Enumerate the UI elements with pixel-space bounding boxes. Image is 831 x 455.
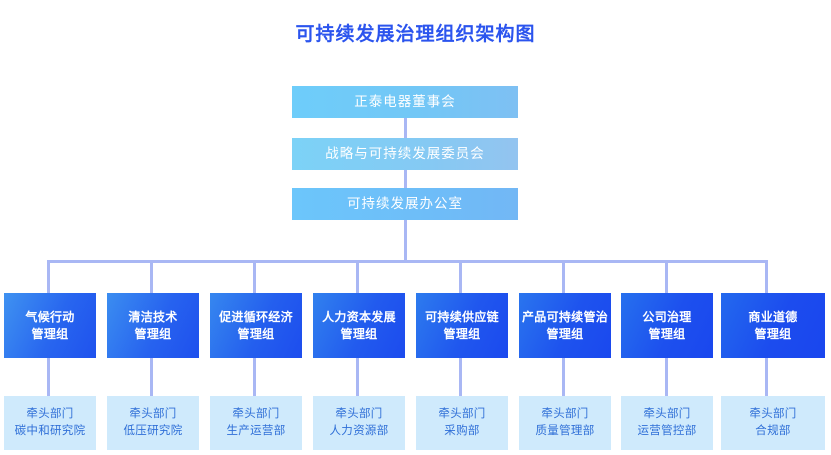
dept-line-1: 公司治理	[642, 309, 692, 324]
dept-box-product-sustainability: 产品可持续管治 管理组	[519, 293, 611, 358]
lead-line-1: 牵头部门	[438, 408, 486, 420]
lead-box-procurement: 牵头部门 采购部	[416, 396, 508, 450]
lead-line-1: 牵头部门	[26, 408, 74, 420]
connector-dept-to-lead-7	[665, 358, 668, 396]
dept-line-2: 管理组	[340, 326, 378, 341]
connector-dept-to-lead-5	[459, 358, 462, 396]
lead-box-low-voltage-institute: 牵头部门 低压研究院	[107, 396, 199, 450]
lead-line-2: 碳中和研究院	[14, 425, 86, 437]
lead-box-compliance: 牵头部门 合规部	[721, 396, 825, 450]
lead-line-1: 牵头部门	[749, 408, 797, 420]
dept-line-1: 清洁技术	[128, 309, 178, 324]
connector-board-to-committee	[404, 118, 407, 138]
connector-dept-to-lead-4	[356, 358, 359, 396]
dept-line-2: 管理组	[237, 326, 275, 341]
dept-line-2: 管理组	[31, 326, 69, 341]
connector-bus-to-dept-4	[356, 260, 359, 293]
dept-line-1: 商业道德	[748, 309, 798, 324]
dept-box-corporate-governance: 公司治理 管理组	[621, 293, 713, 358]
dept-line-1: 促进循环经济	[219, 309, 293, 324]
lead-line-2: 人力资源部	[329, 425, 389, 437]
lead-line-1: 牵头部门	[129, 408, 177, 420]
dept-line-2: 管理组	[134, 326, 172, 341]
connector-bus-to-dept-3	[253, 260, 256, 293]
lead-box-quality-management: 牵头部门 质量管理部	[519, 396, 611, 450]
dept-box-sustainable-supply-chain: 可持续供应链 管理组	[416, 293, 508, 358]
connector-dept-to-lead-6	[562, 358, 565, 396]
connector-bus-to-dept-7	[665, 260, 668, 293]
dept-line-1: 人力资本发展	[322, 309, 396, 324]
lead-box-human-resources: 牵头部门 人力资源部	[313, 396, 405, 450]
dept-box-clean-technology: 清洁技术 管理组	[107, 293, 199, 358]
dept-box-circular-economy: 促进循环经济 管理组	[210, 293, 302, 358]
connector-committee-to-office	[404, 170, 407, 188]
dept-line-1: 产品可持续管治	[521, 309, 609, 324]
lead-line-2: 采购部	[444, 425, 480, 437]
lead-box-production-operations: 牵头部门 生产运营部	[210, 396, 302, 450]
lead-line-1: 牵头部门	[335, 408, 383, 420]
lead-line-2: 质量管理部	[535, 425, 595, 437]
dept-box-climate-action: 气候行动 管理组	[4, 293, 96, 358]
connector-dept-to-lead-1	[47, 358, 50, 396]
connector-horizontal-bus	[48, 260, 767, 263]
connector-office-to-bus	[404, 220, 407, 260]
dept-line-1: 可持续供应链	[425, 309, 499, 324]
lead-line-1: 牵头部门	[232, 408, 280, 420]
dept-line-2: 管理组	[546, 326, 584, 341]
connector-bus-to-dept-1	[47, 260, 50, 293]
lead-line-1: 牵头部门	[541, 408, 589, 420]
connector-dept-to-lead-2	[150, 358, 153, 396]
lead-box-carbon-neutral-institute: 牵头部门 碳中和研究院	[4, 396, 96, 450]
connector-dept-to-lead-8	[765, 358, 768, 396]
node-board-of-directors: 正泰电器董事会	[292, 86, 518, 118]
connector-dept-to-lead-3	[253, 358, 256, 396]
dept-line-1: 气候行动	[25, 309, 75, 324]
connector-bus-to-dept-2	[150, 260, 153, 293]
dept-line-2: 管理组	[648, 326, 686, 341]
connector-bus-to-dept-5	[459, 260, 462, 293]
dept-box-human-capital: 人力资本发展 管理组	[313, 293, 405, 358]
dept-line-2: 管理组	[443, 326, 481, 341]
lead-line-2: 合规部	[755, 425, 791, 437]
lead-line-2: 运营管控部	[637, 425, 697, 437]
lead-line-1: 牵头部门	[643, 408, 691, 420]
page-title: 可持续发展治理组织架构图	[295, 24, 536, 45]
lead-line-2: 生产运营部	[226, 425, 286, 437]
node-sustainability-committee: 战略与可持续发展委员会	[292, 138, 518, 170]
connector-bus-to-dept-6	[562, 260, 565, 293]
lead-line-2: 低压研究院	[123, 425, 183, 437]
dept-box-business-ethics: 商业道德 管理组	[721, 293, 825, 358]
dept-line-2: 管理组	[754, 326, 792, 341]
node-sustainability-office: 可持续发展办公室	[292, 188, 518, 220]
connector-bus-to-dept-8	[765, 260, 768, 293]
lead-box-operations-control: 牵头部门 运营管控部	[621, 396, 713, 450]
